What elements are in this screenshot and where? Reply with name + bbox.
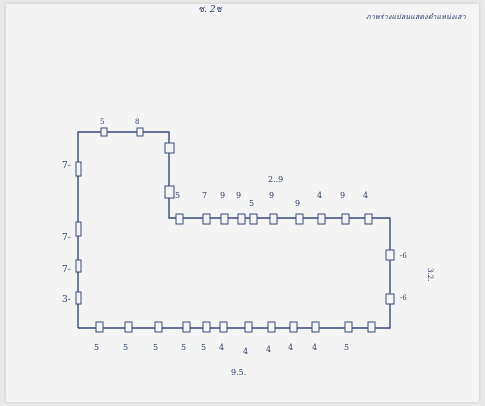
top-lower-label: 9	[236, 191, 241, 200]
column-top-lower	[364, 213, 373, 225]
column-top-upper	[136, 127, 144, 137]
paper-sheet	[6, 4, 479, 402]
column-right	[385, 293, 395, 305]
column-bottom	[219, 321, 228, 333]
bottom-label: 4	[288, 343, 293, 352]
plan-outline	[77, 131, 391, 329]
dimension-labels: 2..9 9.5. 3.2.	[231, 175, 434, 377]
bottom-label: 5	[94, 343, 99, 352]
column-left	[75, 161, 82, 177]
left-side-label: 3-	[62, 295, 71, 305]
column-top-upper	[100, 127, 108, 137]
bottom-labels: 5 5 5 5 5 4 4 4 4 4 5	[94, 343, 349, 356]
column-left	[75, 259, 82, 273]
column-top-lower	[317, 213, 326, 225]
top-upper-label: 5	[100, 118, 104, 126]
bottom-label: 4	[243, 347, 248, 356]
top-lower-label: 5	[175, 191, 180, 200]
left-side-label: 7-	[62, 161, 71, 171]
top-upper-label: 8	[135, 118, 139, 126]
column-top-lower	[237, 213, 246, 225]
left-side-labels: 7- 7- 7- 3-	[62, 161, 71, 305]
column-markers	[75, 127, 395, 333]
column-top-lower	[202, 213, 211, 225]
right-side-label: -6	[400, 294, 407, 302]
column-left	[75, 221, 82, 237]
top-lower-label: 5	[249, 199, 254, 208]
top-lower-label: 4	[317, 191, 322, 200]
column-bottom	[95, 321, 104, 333]
left-side-label: 7-	[62, 233, 71, 243]
left-side-label: 7-	[62, 265, 71, 275]
column-top-lower	[295, 213, 304, 225]
right-side-labels: -6 -6	[400, 252, 407, 302]
top-lower-label: 9	[220, 191, 225, 200]
column-top-lower	[220, 213, 229, 225]
top-lower-label: 9	[269, 191, 274, 200]
top-lower-label: 4	[363, 191, 368, 200]
bottom-label: 4	[266, 345, 271, 354]
bottom-label: 4	[219, 343, 224, 352]
bottom-label: 5	[123, 343, 128, 352]
top-lower-label: 9	[295, 199, 300, 208]
bottom-label: 5	[344, 343, 349, 352]
dimension-top: 2..9	[268, 175, 283, 184]
top-lower-label: 9	[340, 191, 345, 200]
column-step	[164, 185, 175, 199]
column-bottom	[124, 321, 133, 333]
column-bottom	[311, 321, 320, 333]
column-top-lower	[175, 213, 184, 225]
column-bottom	[244, 321, 253, 333]
bottom-label: 5	[153, 343, 158, 352]
bottom-label: 5	[201, 343, 206, 352]
column-left	[75, 291, 82, 305]
column-top-lower	[269, 213, 278, 225]
column-right	[385, 249, 395, 261]
column-bottom	[154, 321, 163, 333]
bottom-label: 5	[181, 343, 186, 352]
column-bottom	[344, 321, 353, 333]
column-bottom	[202, 321, 211, 333]
bottom-label: 4	[312, 343, 317, 352]
column-bottom	[367, 321, 376, 333]
wall-outline	[77, 131, 391, 329]
dimension-right: 3.2.	[426, 268, 434, 281]
page-number: ช. 2ช	[198, 5, 222, 15]
right-side-label: -6	[400, 252, 407, 260]
column-bottom	[289, 321, 298, 333]
dimension-bottom: 9.5.	[231, 368, 246, 377]
column-top-lower	[341, 213, 350, 225]
column-bottom	[267, 321, 276, 333]
handwritten-note: ภาพร่างแปลนแสดงตำแหน่งเสา	[366, 13, 466, 21]
column-step	[164, 142, 175, 154]
top-lower-label: 7	[202, 191, 207, 200]
column-bottom	[182, 321, 191, 333]
column-top-lower	[249, 213, 258, 225]
